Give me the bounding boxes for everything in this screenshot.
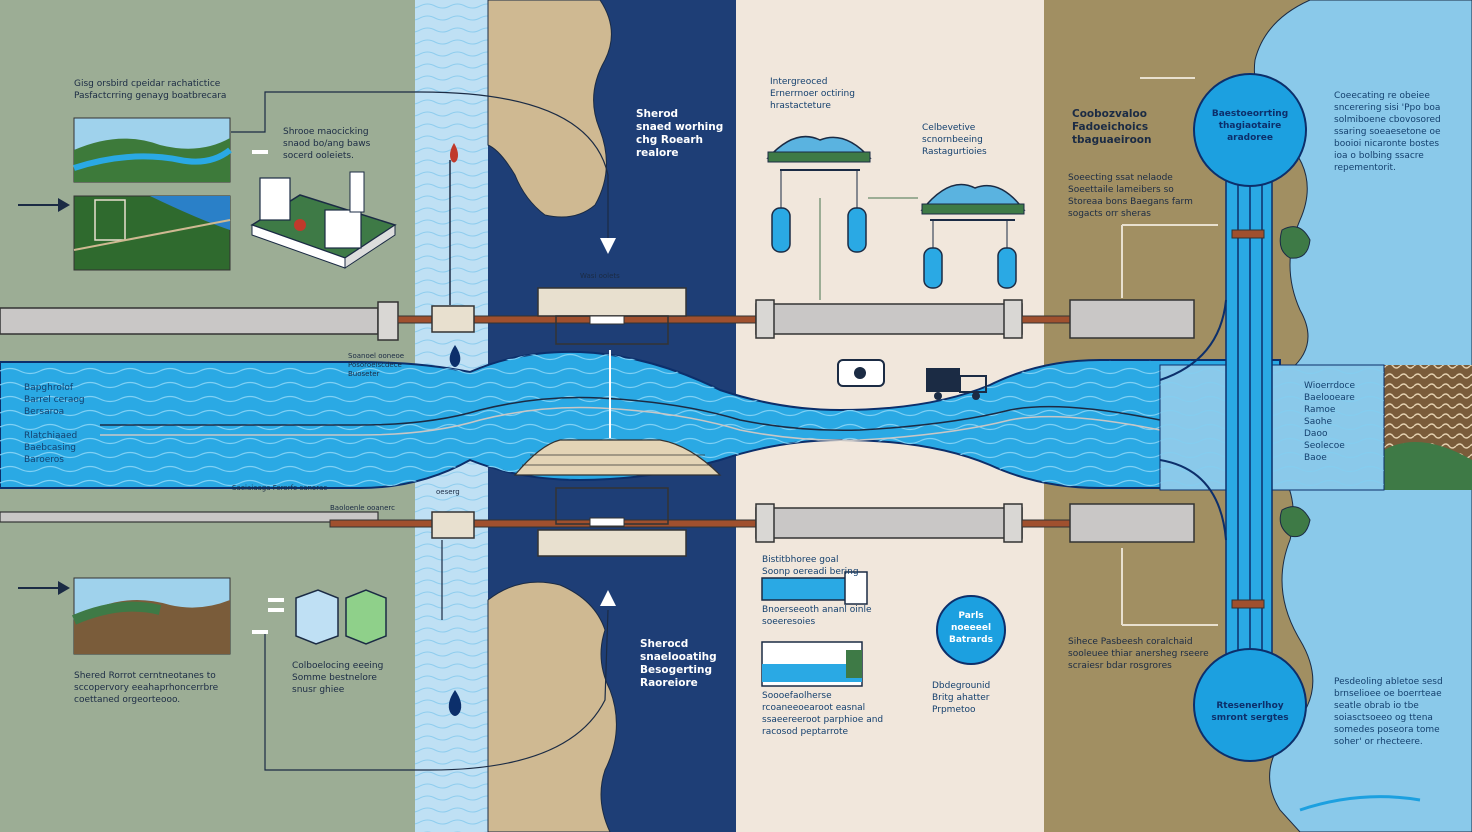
- bottom-mid-text-4: Dbdegrounid Britg ahatter Prpmetoo: [932, 681, 991, 715]
- sea-bottom-label: Sherocd snaelooatihg Besogerting Raoreio…: [640, 638, 717, 689]
- right-top-text: Coeecating re obeiee sncerering sisi 'Pp…: [1334, 91, 1441, 173]
- left-river-label-1: Bapghrolof Barrel ceraog Bersaroa: [24, 383, 85, 417]
- arrow-down-top: [600, 238, 616, 254]
- bridge-top-label: Wasi oolets: [580, 272, 620, 280]
- field-image-green: [1384, 442, 1472, 490]
- pipe-top-mid-flange-r: [1003, 299, 1023, 339]
- truck-icon: [926, 368, 987, 400]
- filter-unit-icon-1: [761, 571, 868, 605]
- pipe-top-mid: [755, 303, 1023, 335]
- water-drop-icon-3: [450, 143, 458, 163]
- top-middle-heading: Intergreoced Ernerrnoer octiring hrastac…: [770, 77, 855, 111]
- bottom-mid-text-2: Bnoerseeoth ananl oinle soeeresoies: [762, 605, 872, 627]
- right-bottom-text: Pesdeoling abletoe sesd brnselioee oe bo…: [1334, 677, 1443, 747]
- left-marker-1: [252, 150, 268, 154]
- dam-top: [537, 287, 687, 317]
- pipe-bottom-right: [1069, 503, 1195, 543]
- river-waves: [0, 351, 1280, 488]
- pipe-bottom-copper: [329, 519, 761, 528]
- bottom-left-heading: Shered Rorrot cerntneotanes to sccopervo…: [74, 671, 219, 705]
- bottom-mid-text-3: Soooefaolherse rcoaneeoearoot easnal ssa…: [762, 691, 884, 737]
- connector-bottom-left: [264, 609, 609, 771]
- mid-small-label-1: Soanoel ooneoe Posoroelscdece Buoseter: [348, 352, 405, 378]
- dam-bottom-window: [589, 517, 625, 527]
- pipe-bottom-copper-2: [1021, 519, 1073, 528]
- river-bottom-caption: Saeiaiaaga Ferorfo sanorac: [232, 484, 328, 492]
- pipe-to-river-bottom: [1159, 459, 1227, 541]
- left-marker-3: [268, 598, 284, 602]
- building-icon: [250, 171, 397, 269]
- dam-bottom: [537, 529, 687, 557]
- filter-unit-icon-2: [761, 641, 863, 687]
- pipe-bottom-left: [0, 511, 379, 523]
- right-river-labels: Wioerrdoce Baelooeare Ramoe Saohe Daoo S…: [1304, 381, 1356, 463]
- bottom-circle-label: Rtesenerlhoy smront sergtes: [1211, 701, 1289, 723]
- pipe-to-river-top: [1159, 299, 1227, 381]
- connector-top-left: [231, 91, 609, 245]
- top-circle-label: Baestoeorrting thagiaotaire aradoree: [1211, 109, 1289, 143]
- bottom-mid-text-1: Bistitbhoree goal Soonp oereadi bering: [762, 555, 859, 577]
- dam-weir: [513, 439, 722, 476]
- top-left-heading: Gisg orsbird cpeidar rachatictice Pasfac…: [74, 79, 227, 101]
- pipe-top-right: [1069, 299, 1195, 339]
- pipe-caption: oeserg: [436, 488, 460, 496]
- left-image-top: [73, 117, 232, 183]
- top-left-side-text: Shrooe maocicking snaod bo/ang baws soce…: [283, 127, 371, 161]
- lab-tube-icon-1: [771, 170, 867, 253]
- land-patch-2: [1279, 506, 1311, 538]
- mountain-icon-1: [766, 135, 872, 171]
- left-river-label-2: Rlatchiaaed Baebcasing Baroeros: [24, 431, 78, 465]
- sea-top-label: Sherod snaed worhing chg Roearh realore: [636, 108, 724, 159]
- circle-mid-small: [936, 595, 1006, 665]
- device-icon: [837, 359, 885, 387]
- lab-tube-icon-2: [923, 220, 1017, 289]
- left-marker-2: [252, 630, 268, 634]
- pipe-bottom-mid-flange-l: [755, 503, 775, 543]
- lake-wave: [1299, 795, 1421, 812]
- bottom-right-text: Sihece Pasbeesh coralchaid sooleuee thia…: [1068, 637, 1209, 671]
- water-drop-icon-1: [449, 345, 461, 367]
- dam-top-window: [589, 315, 625, 325]
- pipe-top-flange: [377, 301, 399, 341]
- mid-small-label-2: Baoloenle ooanerc: [330, 504, 395, 512]
- circle-top: [1193, 73, 1307, 187]
- pipe-bottom-mid-flange-r: [1003, 503, 1023, 543]
- filter-cube-icon: [295, 589, 387, 645]
- cooperation-text: Soeecting ssat nelaode Soeettaile lameib…: [1068, 173, 1193, 219]
- pipe-top-left: [0, 307, 379, 335]
- left-marker-4: [268, 608, 284, 612]
- collab-top-label: Celbevetive scnornbeeing Rastagurtioies: [922, 123, 987, 157]
- vertical-pipe-bundle: [1225, 149, 1273, 691]
- land-top: [487, 0, 612, 218]
- bottom-circle-small-label: Parls noeeeel Batrards: [949, 611, 993, 645]
- pipe-top-mid-flange-l: [755, 299, 775, 339]
- land-patch: [1279, 226, 1311, 259]
- lake-right: [1253, 0, 1472, 371]
- cooperation-heading: Coobozvaloo Fadoeichoics tbaguaeiroon: [1072, 108, 1152, 146]
- left-image-bottom: [72, 577, 231, 655]
- arrow-up-bottom: [600, 590, 616, 606]
- river-channel-line: [100, 396, 1161, 432]
- pipe-bottom-mid: [755, 507, 1023, 539]
- land-bottom: [487, 581, 617, 832]
- pipe-bottom-valve: [431, 511, 475, 539]
- mountain-icon-2: [920, 183, 1026, 221]
- water-drop-icon-2: [448, 690, 462, 716]
- circle-bottom: [1193, 648, 1307, 762]
- left-image-mid: [73, 195, 231, 271]
- river-channel-line-2: [100, 406, 1161, 442]
- pipe-top-copper-2: [1021, 315, 1073, 324]
- bottom-left-middle: Colboelocing eeeing Somme bestnelore snu…: [292, 661, 384, 695]
- pipe-top-valve: [431, 305, 475, 333]
